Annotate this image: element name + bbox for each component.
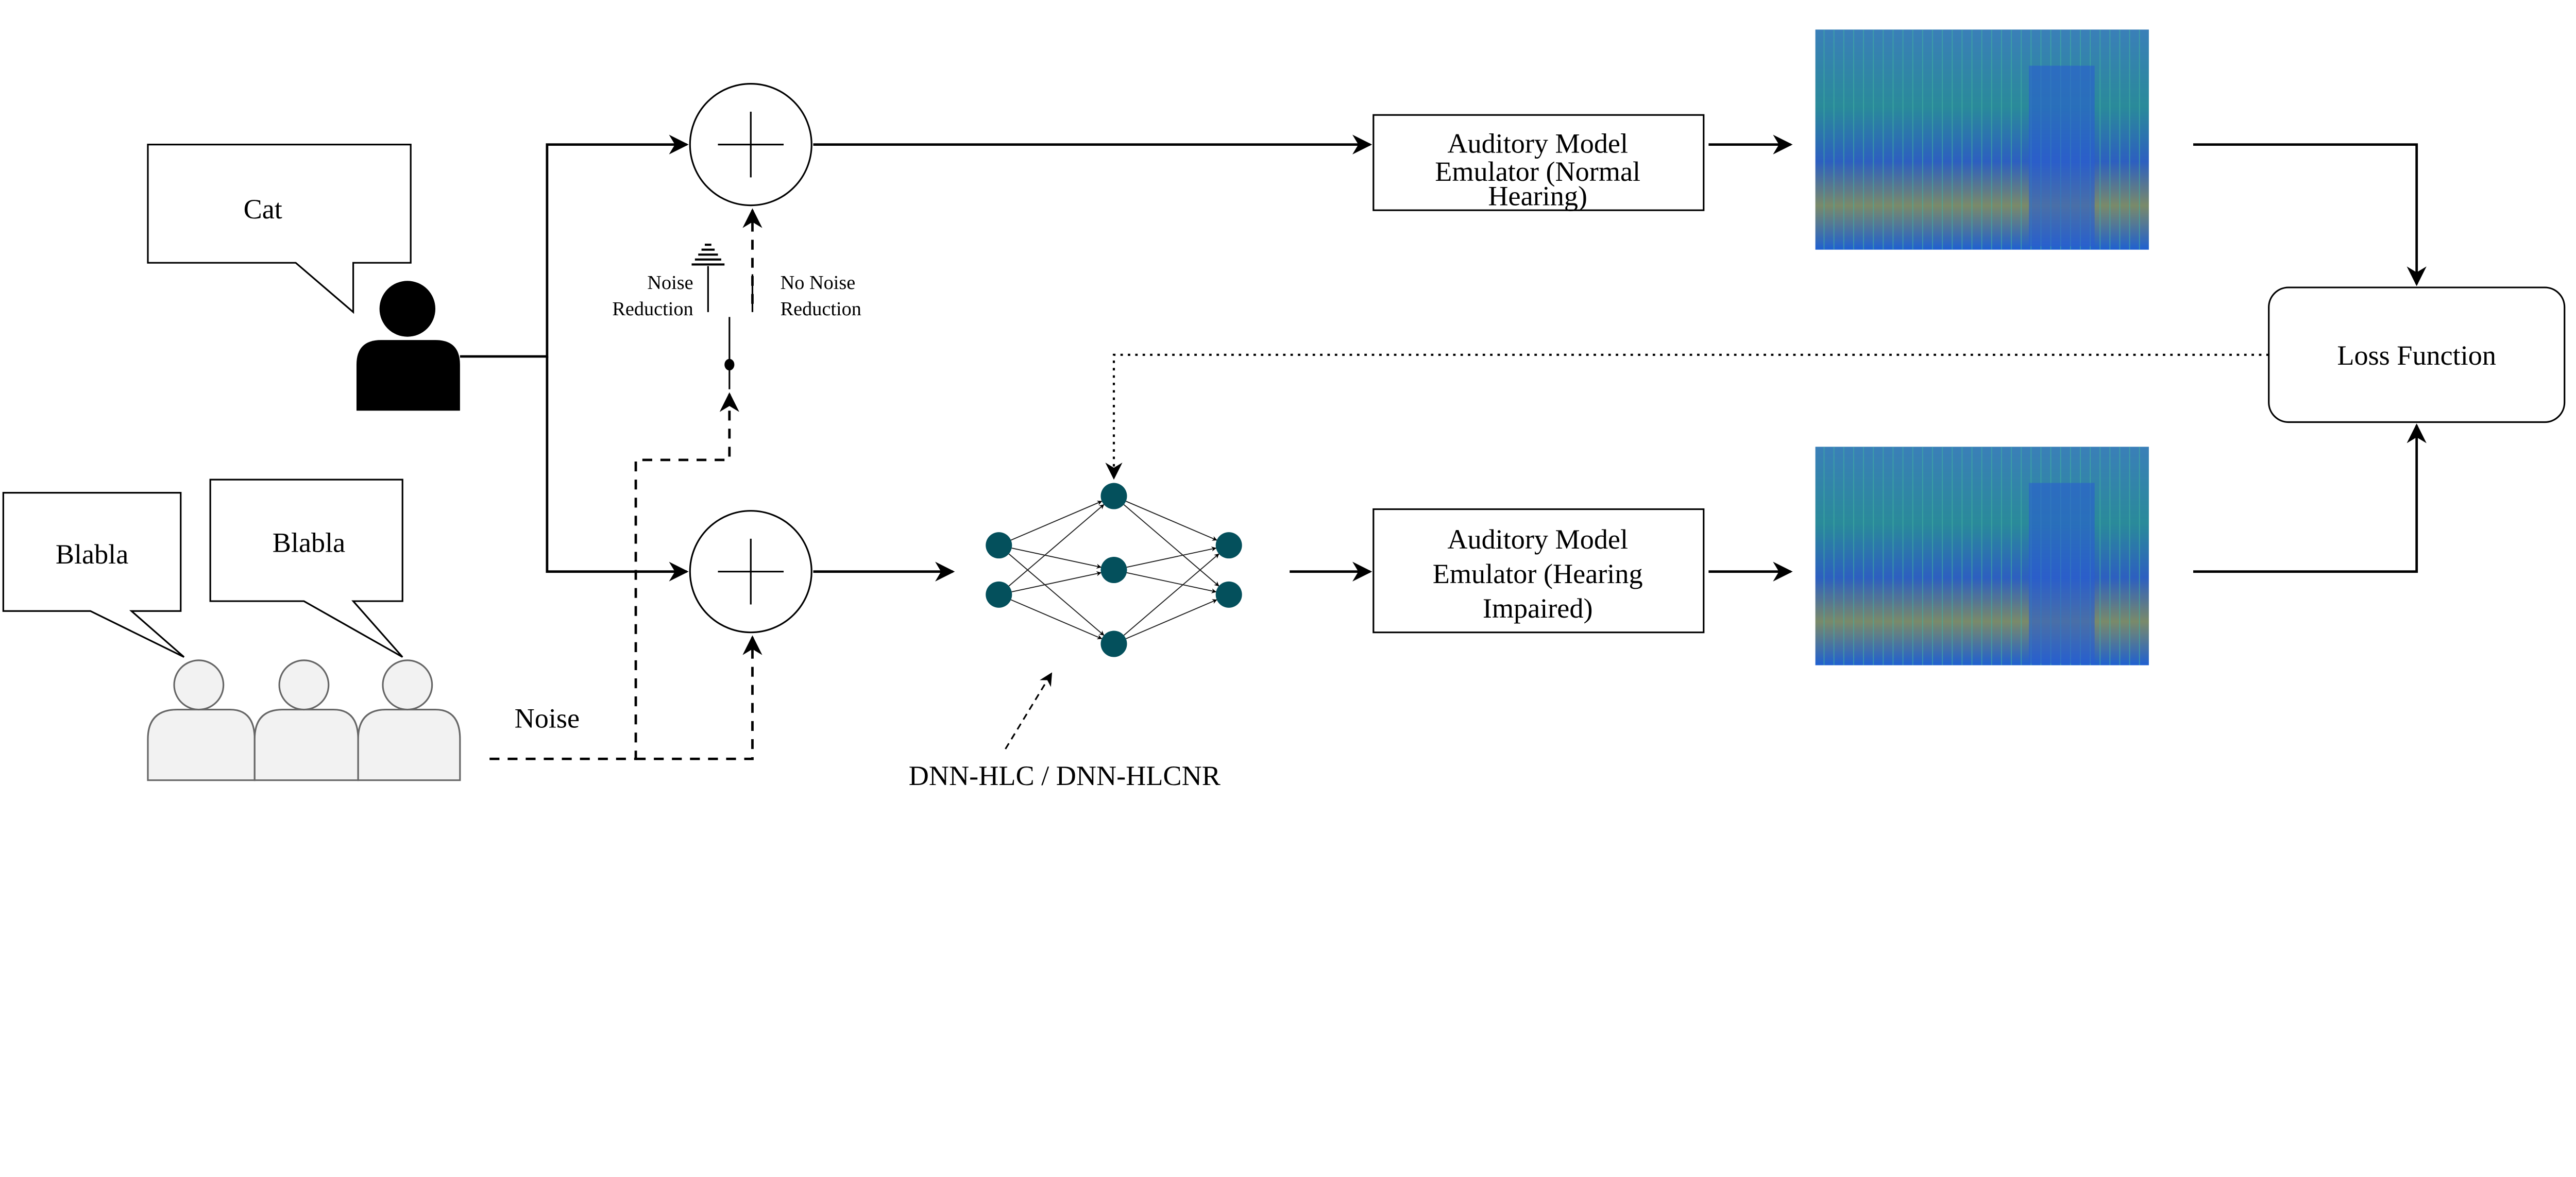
nn-edge: [1010, 599, 1103, 639]
nn-edge: [1123, 504, 1219, 587]
spectrogram-normal-image: [1815, 29, 2149, 250]
nn-edge: [1126, 599, 1217, 639]
blabla-bubble-2: Blabla: [209, 479, 403, 658]
loss-function-label: Loss Function: [2337, 340, 2496, 371]
nn-node: [986, 532, 1012, 559]
nn-node: [1215, 581, 1242, 608]
blabla-text-1: Blabla: [56, 539, 128, 570]
sum-node-top: [689, 83, 812, 207]
normal-box-line-2: Emulator (Normal: [1435, 156, 1640, 187]
nn-edge: [1126, 547, 1217, 568]
no-noise-reduction-label-1: No Noise: [781, 272, 856, 294]
cat-speech-bubble: Cat: [147, 144, 412, 314]
noise-label: Noise: [515, 703, 580, 734]
noise-reduction-label-2: Reduction: [612, 298, 693, 320]
nn-node: [1215, 532, 1242, 559]
normal-box-line-3: Hearing): [1488, 181, 1587, 212]
impaired-box-line-3: Impaired): [1483, 593, 1593, 624]
nn-edge: [1011, 548, 1101, 569]
sum-node-bottom: [689, 510, 812, 634]
cat-text: Cat: [244, 194, 282, 225]
nn-edge: [1011, 571, 1101, 592]
nn-node: [1100, 556, 1127, 584]
nn-edge: [1123, 553, 1219, 636]
blabla-text-2: Blabla: [273, 527, 345, 558]
flow-arrows: [813, 134, 2427, 582]
impaired-box-line-2: Emulator (Hearing: [1433, 558, 1643, 589]
noise-reduction-label-1: Noise: [647, 272, 693, 294]
nn-edge: [1010, 501, 1103, 541]
blabla-bubble-1: Blabla: [2, 492, 185, 658]
dnn-label: DNN-HLC / DNN-HLCNR: [909, 760, 1221, 791]
crowd-people-icon: [147, 659, 461, 781]
loss-function-box: Loss Function: [2268, 286, 2566, 423]
feedback-dotted-arrow: [1105, 353, 2269, 480]
nn-node: [986, 581, 1012, 608]
dnn-label-arrow: [1005, 672, 1053, 749]
nn-edge: [1008, 553, 1105, 636]
auditory-model-normal-box: Auditory Model Emulator (Normal Hearing): [1372, 114, 1705, 212]
auditory-model-impaired-box: Auditory Model Emulator (Hearing Impaire…: [1372, 508, 1705, 634]
nn-node: [1100, 630, 1127, 657]
impaired-box-line-1: Auditory Model: [1447, 524, 1628, 555]
dnn-network-icon: [986, 483, 1242, 657]
nn-edge: [1126, 572, 1217, 593]
speaker-person-icon: [356, 281, 460, 411]
nn-edge: [1126, 501, 1217, 541]
nn-edge: [1008, 504, 1105, 587]
spectrogram-impaired-image: [1815, 447, 2149, 666]
noise-signal-lines: [489, 208, 762, 760]
no-noise-reduction-label-2: Reduction: [781, 298, 861, 320]
speech-signal-lines: [460, 134, 689, 582]
nn-node: [1100, 483, 1127, 509]
noise-reduction-switch: [691, 244, 754, 389]
normal-box-line-1: Auditory Model: [1447, 128, 1628, 159]
diagram: Cat Blabla Blabla Noise: [2, 29, 2566, 791]
